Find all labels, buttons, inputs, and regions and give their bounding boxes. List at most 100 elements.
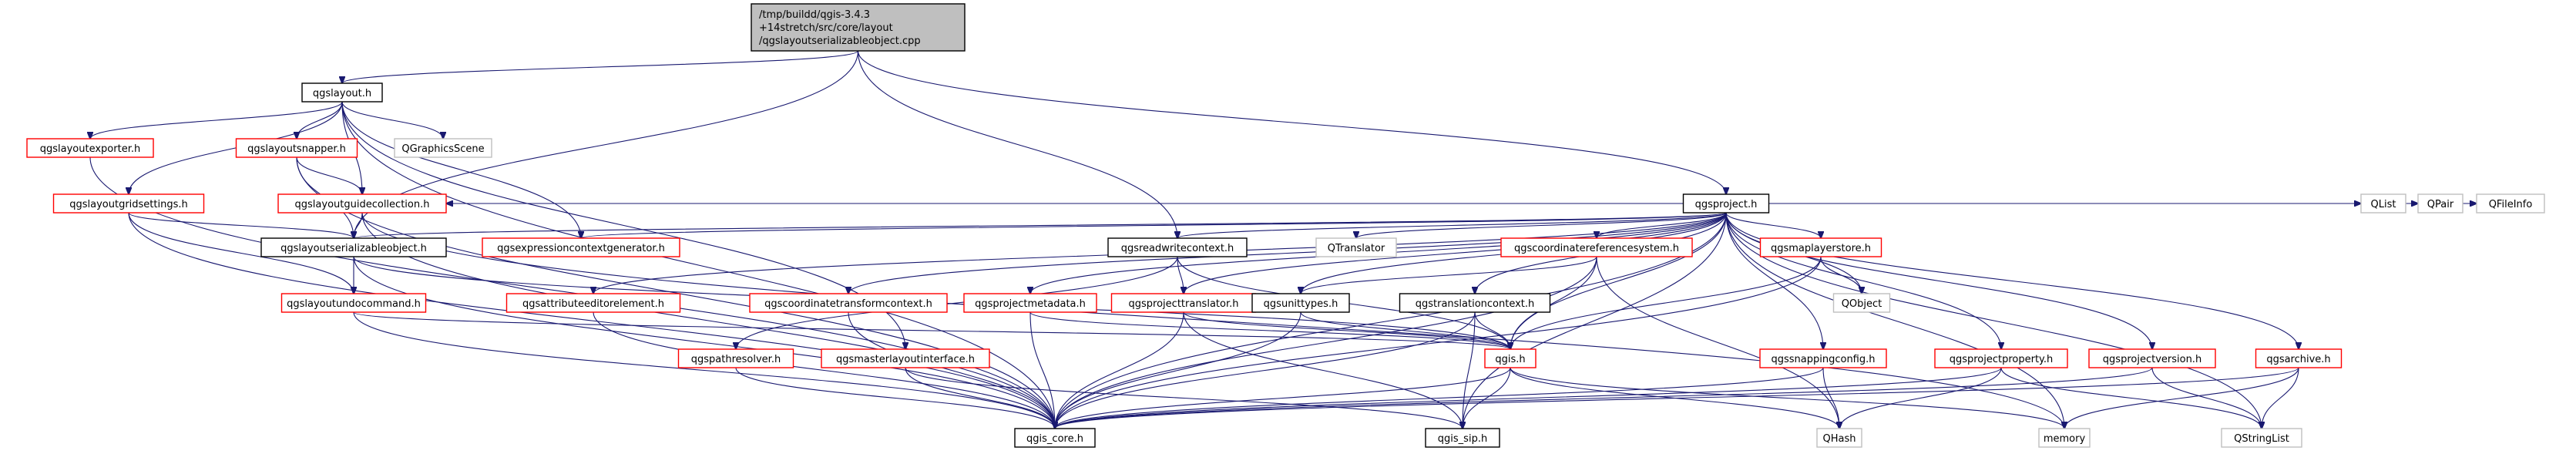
root-node-line-3: /qgslayoutserializableobject.cpp xyxy=(759,35,921,47)
node-label: qgsmaplayerstore.h xyxy=(1771,243,1871,254)
node-qgsattributeeditorelement-h[interactable]: qgsattributeeditorelement.h xyxy=(505,293,681,313)
node-box xyxy=(2360,193,2406,214)
edge-qgsunittypes-h-to-qgis-h xyxy=(1300,311,1510,349)
edge-qgslayout-h-to-QGraphicsScene xyxy=(341,101,443,139)
edge-qgsproject-h-to-QStringList xyxy=(1725,212,2262,429)
node-qgsmaplayerstore-h[interactable]: qgsmaplayerstore.h xyxy=(1759,237,1882,257)
node-box xyxy=(1425,428,1500,448)
edge-qgstranslationcontext-h-to-qgis-core-h xyxy=(1055,311,1476,429)
edge-qgsproject-h-to-qgis-h xyxy=(1510,212,1727,349)
node-qgsmasterlayoutinterface-h[interactable]: qgsmasterlayoutinterface.h xyxy=(821,348,990,368)
node-box xyxy=(2038,428,2091,448)
node-label: QStringList xyxy=(2234,433,2289,445)
node-box xyxy=(2088,348,2216,368)
edge-qgsproject-h-to-qgsmaplayerstore-h xyxy=(1725,212,1821,238)
node-label: qgsprojectmetadata.h xyxy=(975,298,1086,310)
node-label: qgsreadwritecontext.h xyxy=(1121,243,1234,254)
node-box xyxy=(277,193,447,214)
node-box xyxy=(26,138,154,158)
node-qgscoordinatereferencesystem-h[interactable]: qgscoordinatereferencesystem.h xyxy=(1500,237,1693,257)
node-qgslayoutserializableobject-h[interactable]: qgslayoutserializableobject.h xyxy=(260,237,447,257)
edge-qgsproject-h-to-qgscoordinatereferencesystem-h xyxy=(1597,212,1727,238)
node-label: qgslayout.h xyxy=(313,88,371,99)
edge-qgslayoutguidecollection-h-to-qgslayoutserializableobject-h xyxy=(354,212,363,238)
node-QTranslator[interactable]: QTranslator xyxy=(1315,237,1397,257)
node-qgspathresolver-h[interactable]: qgspathresolver.h xyxy=(677,348,794,368)
node-layer: /tmp/buildd/qgis-3.4.3 +14stretch/src/co… xyxy=(26,3,2545,448)
node-box xyxy=(482,237,680,257)
edge-qgsmasterlayoutinterface-h-to-qgis-sip-h xyxy=(905,367,1463,429)
edge-qgsmaplayerstore-h-to-QObject xyxy=(1820,256,1862,294)
node-qgslayoutundocommand-h[interactable]: qgslayoutundocommand.h xyxy=(280,293,427,313)
edge-qgsattributeeditorelement-h-to-qgis-core-h xyxy=(593,311,1055,429)
node-box xyxy=(677,348,794,368)
node-label: qgsattributeeditorelement.h xyxy=(522,298,664,310)
root-node-line-2: +14stretch/src/core/layout xyxy=(759,22,893,34)
edge-qgslayoutgridsettings-h-to-qgslayoutserializableobject-h xyxy=(128,212,354,238)
edge-qgis-h-to-memory xyxy=(1510,367,2064,429)
node-QFileInfo[interactable]: QFileInfo xyxy=(2476,193,2545,214)
root-node-box xyxy=(751,3,966,52)
node-QObject[interactable]: QObject xyxy=(1832,293,1891,313)
node-QList[interactable]: QList xyxy=(2360,193,2406,214)
node-label: qgis_sip.h xyxy=(1438,433,1487,445)
node-qgsprojectproperty-h[interactable]: qgsprojectproperty.h xyxy=(1934,348,2068,368)
edge-qgsprojectproperty-h-to-QHash xyxy=(1839,367,2002,429)
node-qgsproject-h[interactable]: qgsproject.h xyxy=(1682,193,1770,214)
edge-qgscoordinatereferencesystem-h-to-qgis-core-h xyxy=(1055,256,1597,429)
node-label: QFileInfo xyxy=(2489,199,2533,210)
node-qgslayoutexporter-h[interactable]: qgslayoutexporter.h xyxy=(26,138,154,158)
node-box xyxy=(235,138,358,158)
edge-qgspathresolver-h-to-qgis-core-h xyxy=(735,367,1055,429)
node-qgsunittypes-h[interactable]: qgsunittypes.h xyxy=(1251,293,1350,313)
node-qgslayout-h[interactable]: qgslayout.h xyxy=(301,82,383,103)
node-box xyxy=(1014,428,1096,448)
node-qgsarchive-h[interactable]: qgsarchive.h xyxy=(2255,348,2343,368)
node-label: qgis.h xyxy=(1495,354,1525,365)
edge-qgsproject-h-to-qgsprojectversion-h xyxy=(1725,212,2152,349)
node-QPair[interactable]: QPair xyxy=(2417,193,2463,214)
node-qgis-h[interactable]: qgis.h xyxy=(1484,348,1537,368)
node-qgsexpressioncontextgenerator-h[interactable]: qgsexpressioncontextgenerator.h xyxy=(482,237,680,257)
node-qgis-sip-h[interactable]: qgis_sip.h xyxy=(1425,428,1500,448)
node-qgstranslationcontext-h[interactable]: qgstranslationcontext.h xyxy=(1399,293,1551,313)
node-box xyxy=(821,348,990,368)
edge-qgsprojecttranslator-h-to-qgis-sip-h xyxy=(1183,311,1463,429)
edge-qgslayoutexporter-h-to-qgis-core-h xyxy=(89,156,1055,429)
edge-qgsprojectversion-h-to-qgis-core-h xyxy=(1055,367,2153,429)
node-box xyxy=(1759,348,1887,368)
node-box xyxy=(1500,237,1693,257)
node-QGraphicsScene[interactable]: QGraphicsScene xyxy=(394,138,492,158)
node-qgsreadwritecontext-h[interactable]: qgsreadwritecontext.h xyxy=(1107,237,1248,257)
node-qgsprojectmetadata-h[interactable]: qgsprojectmetadata.h xyxy=(963,293,1097,313)
node-qgis-core-h[interactable]: qgis_core.h xyxy=(1014,428,1096,448)
node-label: qgsprojecttranslator.h xyxy=(1129,298,1239,310)
node-label: qgslayoutsnapper.h xyxy=(247,143,346,155)
node-qgscoordinatetransformcontext-h[interactable]: qgscoordinatetransformcontext.h xyxy=(749,293,948,313)
node-box xyxy=(260,237,447,257)
node-qgssnappingconfig-h[interactable]: qgssnappingconfig.h xyxy=(1759,348,1887,368)
node-label: qgsmasterlayoutinterface.h xyxy=(836,354,975,365)
node-qgslayoutguidecollection-h[interactable]: qgslayoutguidecollection.h xyxy=(277,193,447,214)
edge-layer xyxy=(89,50,2477,429)
edge-qgsproject-h-to-memory xyxy=(1725,212,2064,429)
node-box xyxy=(1484,348,1537,368)
node-label: qgstranslationcontext.h xyxy=(1416,298,1535,310)
node-qgsprojectversion-h[interactable]: qgsprojectversion.h xyxy=(2088,348,2216,368)
node-QStringList[interactable]: QStringList xyxy=(2221,428,2302,448)
edge-qgslayoutsnapper-h-to-qgslayoutguidecollection-h xyxy=(296,156,362,194)
edge-qgsprojectversion-h-to-QStringList xyxy=(2151,367,2262,429)
node-box xyxy=(2417,193,2463,214)
edge-qgslayout-h-to-qgslayoutgridsettings-h xyxy=(129,101,343,194)
node-QHash[interactable]: QHash xyxy=(1816,428,1862,448)
node-memory[interactable]: memory xyxy=(2038,428,2091,448)
node-qgsprojecttranslator-h[interactable]: qgsprojecttranslator.h xyxy=(1110,293,1257,313)
node-qgslayoutgridsettings-h[interactable]: qgslayoutgridsettings.h xyxy=(52,193,205,214)
root-node[interactable]: /tmp/buildd/qgis-3.4.3 +14stretch/src/co… xyxy=(751,3,966,52)
node-label: qgsprojectproperty.h xyxy=(1950,354,2054,365)
node-qgslayoutsnapper-h[interactable]: qgslayoutsnapper.h xyxy=(235,138,358,158)
edge-qgsarchive-h-to-qgis-core-h xyxy=(1055,367,2299,429)
edge-qgsprojectmetadata-h-to-qgis-core-h xyxy=(1029,311,1055,429)
node-box xyxy=(301,82,383,103)
node-label: memory xyxy=(2044,433,2086,445)
